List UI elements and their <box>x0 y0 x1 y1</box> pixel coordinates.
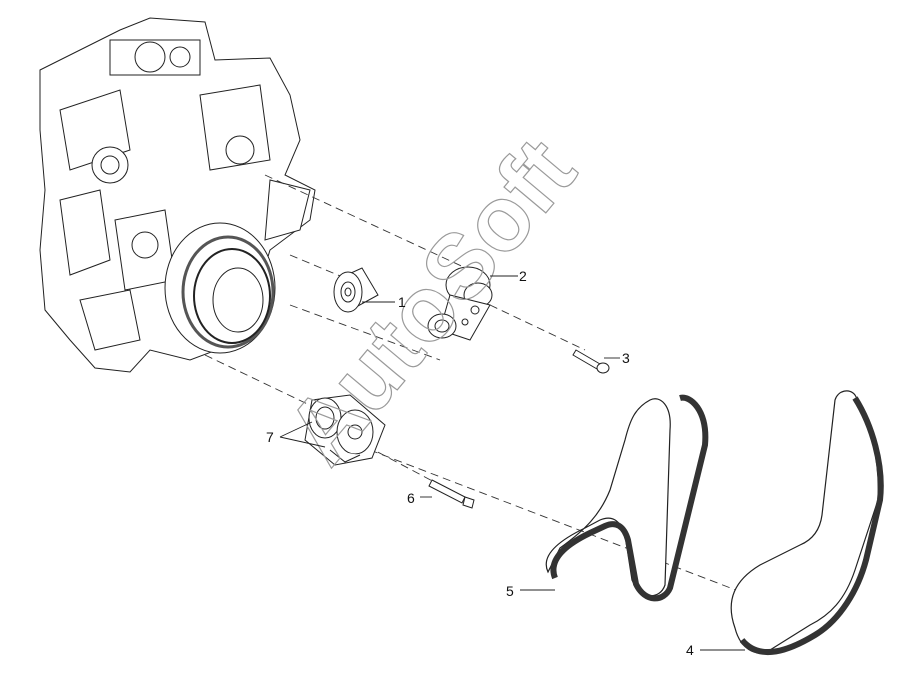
leader-lines <box>279 275 745 651</box>
callout-2: 2 <box>519 268 527 284</box>
alternator-bolt <box>428 479 475 509</box>
callout-3: 3 <box>622 350 630 366</box>
poly-v-belt-small <box>545 394 709 602</box>
tensioner-bolt <box>572 349 610 374</box>
callout-5: 5 <box>506 583 514 599</box>
alternator <box>304 394 386 466</box>
belt-tensioner <box>427 266 493 341</box>
callout-4: 4 <box>686 642 694 658</box>
idler-pulley <box>333 267 379 313</box>
callout-1: 1 <box>398 294 406 310</box>
watermark: AutoSoft <box>267 120 595 483</box>
callout-6: 6 <box>407 490 415 506</box>
poly-v-belt-large <box>730 390 884 656</box>
engine-block <box>39 17 316 373</box>
callout-7: 7 <box>266 429 274 445</box>
